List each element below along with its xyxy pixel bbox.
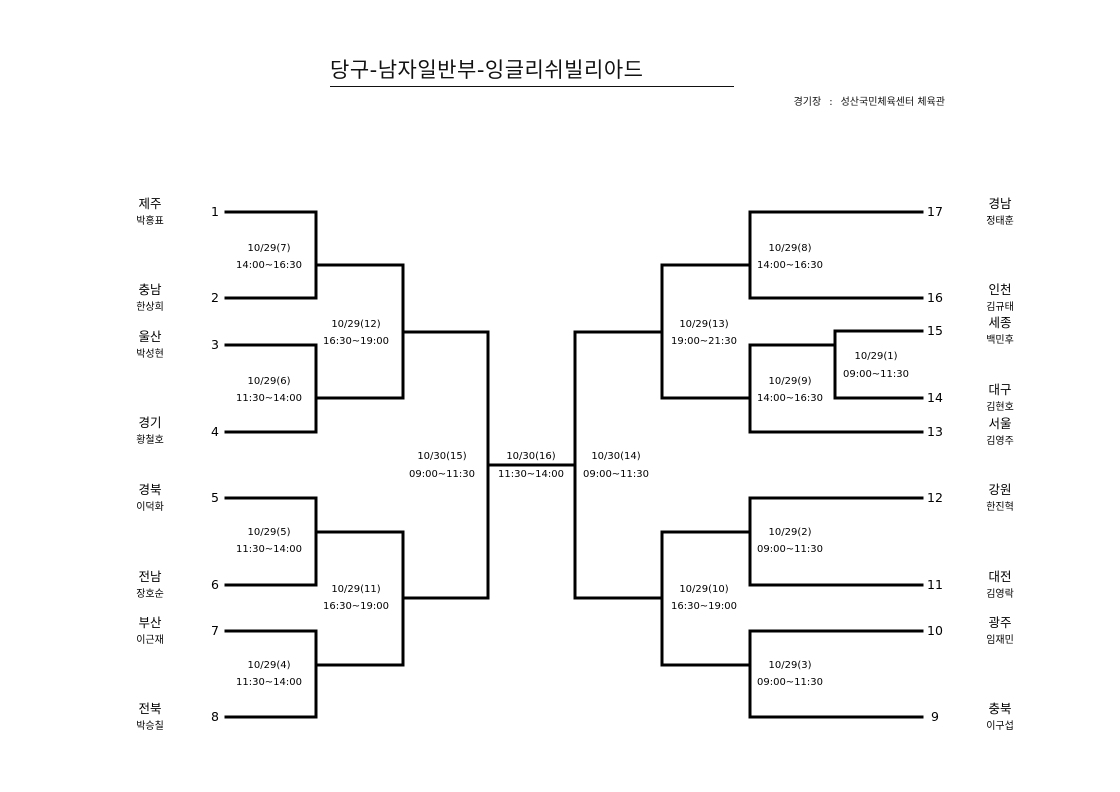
team-seed: 14 [927,390,943,405]
team-seed: 2 [211,290,219,305]
venue-name: 성산국민체육센터 [840,97,915,108]
venue-hall: 체육관 [917,97,945,108]
match-time: 09:00~11:30 [757,677,823,688]
team-province: 대구 [988,382,1011,397]
match-time: 14:00~16:30 [757,260,823,271]
match-date: 10/29(8) [769,243,812,254]
match-time: 09:00~11:30 [409,469,475,480]
match-date: 10/29(10) [679,584,728,595]
match-date: 10/29(4) [248,660,291,671]
team-province: 제주 [138,196,161,211]
team-player: 이구섭 [986,720,1014,732]
team-player: 이덕화 [136,501,164,513]
match-time: 11:30~14:00 [236,677,302,688]
team-seed: 10 [927,623,943,638]
team-player: 김규태 [986,301,1014,313]
match-time: 16:30~19:00 [671,601,737,612]
match-date: 10/29(12) [331,319,380,330]
team-seed: 17 [927,204,943,219]
team-player: 김영주 [986,435,1014,447]
match-time: 16:30~19:00 [323,336,389,347]
team-province: 서울 [988,416,1011,431]
team-player: 박성현 [136,348,164,360]
match-date: 10/29(11) [331,584,380,595]
match-time: 11:30~14:00 [498,469,564,480]
team-seed: 9 [931,709,939,724]
match-date: 10/29(9) [769,376,812,387]
match-time: 09:00~11:30 [843,369,909,380]
team-seed: 15 [927,323,943,338]
match-date: 10/29(3) [769,660,812,671]
team-province: 전남 [138,569,162,584]
team-province: 세종 [988,315,1011,330]
team-seed: 16 [927,290,943,305]
match-time: 11:30~14:00 [236,393,302,404]
match-date: 10/29(5) [248,527,291,538]
team-province: 경북 [138,482,161,497]
match-date: 10/29(1) [855,351,898,362]
match-time: 19:00~21:30 [671,336,737,347]
bracket-lines [224,210,924,719]
team-seed: 6 [211,577,219,592]
team-seed: 8 [211,709,219,724]
team-player: 정태훈 [986,214,1014,227]
match-date: 10/30(15) [417,451,466,462]
match-date: 10/29(7) [248,243,291,254]
team-player: 박홍표 [136,214,164,227]
team-player: 백민후 [986,334,1014,346]
team-seed: 4 [211,424,219,439]
match-time: 09:00~11:30 [583,469,649,480]
team-province: 경남 [988,196,1012,211]
team-player: 이근재 [136,634,164,646]
team-seed: 3 [211,337,219,352]
match-time: 14:00~16:30 [236,260,302,271]
match-labels: 10/29(7) 14:00~16:30 10/29(6) 11:30~14:0… [236,243,909,688]
match-date: 10/30(16) [506,451,555,462]
team-province: 경기 [138,415,161,430]
venue-info: 경기장: 성산국민체육센터 체육관 [700,93,945,108]
team-player: 김영락 [986,588,1014,600]
team-player: 임재민 [986,633,1014,646]
team-seed: 12 [927,490,943,505]
team-province: 충남 [138,282,162,297]
team-province: 광주 [988,615,1011,630]
team-player: 박승칠 [136,720,164,732]
team-player: 김현호 [986,401,1014,413]
team-seed: 13 [927,424,943,439]
team-seed: 11 [927,577,943,592]
team-province: 충북 [988,701,1011,716]
team-seed: 5 [211,490,219,505]
team-labels: 1 제주 박홍표 2 충남 한상희 3 울산 박성현 4 경기 황철호 5 경북… [136,196,1014,732]
page-title: 당구-남자일반부-잉글리쉬빌리아드 [330,56,734,87]
match-time: 11:30~14:00 [236,544,302,555]
team-province: 울산 [138,329,162,344]
team-player: 황철호 [136,434,164,446]
team-seed: 7 [211,623,219,638]
team-province: 부산 [138,615,162,630]
team-player: 한진혁 [986,501,1014,513]
team-seed: 1 [211,204,219,219]
match-date: 10/29(13) [679,319,728,330]
venue-label: 경기장 [793,97,822,108]
team-province: 강원 [988,482,1011,497]
team-province: 대전 [988,569,1011,584]
match-date: 10/29(6) [248,376,291,387]
match-time: 16:30~19:00 [323,601,389,612]
team-province: 전북 [138,701,161,716]
team-province: 인천 [988,282,1011,297]
match-date: 10/30(14) [591,451,640,462]
venue-separator: : [829,97,833,108]
team-player: 한상희 [136,301,164,313]
match-time: 09:00~11:30 [757,544,823,555]
match-time: 14:00~16:30 [757,393,823,404]
team-player: 장호순 [136,588,164,600]
match-date: 10/29(2) [769,527,812,538]
